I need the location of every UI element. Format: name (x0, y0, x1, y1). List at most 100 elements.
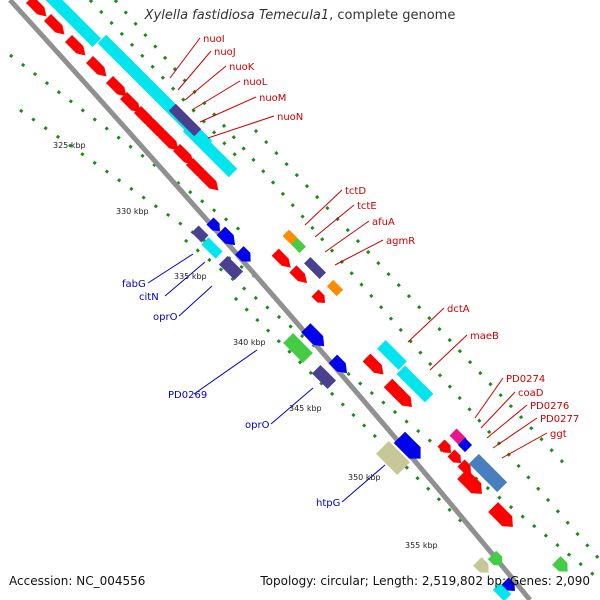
reverse-gene-arrow (393, 431, 421, 459)
forward-gene-arrow (383, 378, 413, 408)
forward-gene-arrow (43, 13, 65, 35)
reverse-gene-arrow (235, 246, 251, 262)
label-leader-line (341, 464, 386, 503)
reverse-gene-label: fabG (122, 279, 146, 290)
forward-gene-arrow (64, 34, 86, 56)
forward-gene-label: afuA (372, 217, 395, 228)
label-leaders (147, 37, 548, 503)
cyan-band (396, 365, 434, 403)
forward-gene-arrow (145, 117, 167, 139)
orange-feature (282, 229, 298, 245)
label-leader-line (207, 115, 275, 139)
khaki-feature (473, 557, 489, 573)
gene-features (25, 0, 568, 600)
forward-gene-label: nuoM (259, 93, 286, 104)
navy-feature (218, 255, 244, 281)
forward-gene-label: coaD (518, 388, 544, 399)
green-feature (552, 556, 568, 572)
steel-feature (468, 453, 508, 493)
cyan-band (492, 582, 512, 600)
forward-gene-arrow (119, 91, 141, 113)
tick-dot-line (233, 296, 472, 532)
forward-gene-arrow (133, 105, 155, 127)
label-leader-line (429, 334, 468, 371)
reverse-gene-arrow (206, 217, 220, 231)
map-title: Xylella fastidiosa Temecula1, complete g… (0, 8, 600, 23)
forward-gene-arrow (197, 169, 219, 191)
forward-gene-label: tctD (345, 186, 366, 197)
label-leader-line (270, 387, 314, 425)
forward-gene-label: maeB (470, 331, 499, 342)
cyan-band (43, 0, 101, 47)
forward-gene-label: PD0276 (530, 401, 569, 412)
label-leader-line (407, 307, 445, 343)
navy-feature (191, 225, 209, 243)
cyan-band (377, 340, 407, 370)
forward-gene-arrow (157, 129, 179, 151)
reverse-gene-label: citN (139, 292, 159, 303)
navy-feature (311, 364, 337, 390)
forward-gene-arrow (85, 55, 107, 77)
reverse-gene-arrow (216, 226, 236, 246)
label-leader-line (324, 220, 370, 253)
tick-label: 325 kbp (53, 141, 86, 150)
label-leader-line (178, 285, 213, 317)
label-leader-line (191, 80, 241, 111)
forward-gene-label: nuoN (277, 112, 303, 123)
tick-labels: 325 kbp 330 kbp 335 kbp 340 kbp 345 kbp 350 k… (53, 141, 438, 550)
navy-feature (304, 257, 326, 279)
forward-gene-arrow (437, 439, 451, 453)
forward-gene-label: nuoI (203, 34, 225, 45)
label-leader-line (184, 65, 227, 101)
tick-dot-line (253, 128, 572, 472)
label-leader-line (501, 432, 548, 459)
tick-label: 350 kbp (348, 473, 381, 482)
forward-gene-arrow (172, 143, 194, 165)
tick-label: 340 kbp (233, 338, 266, 347)
forward-gene-arrow (271, 248, 291, 268)
label-leader-line (164, 261, 206, 297)
title-suffix: , complete genome (329, 8, 456, 23)
forward-gene-arrow (311, 289, 325, 303)
green-feature (487, 550, 503, 566)
forward-gene-arrow (488, 502, 513, 527)
genome-backbone (8, 0, 532, 600)
reverse-gene-label: oprO (153, 312, 178, 323)
label-leader-line (193, 349, 258, 395)
tick-dot-line (19, 108, 261, 282)
navy-feature (168, 103, 202, 137)
reverse-gene-label: htpG (316, 498, 340, 509)
label-leader-line (169, 37, 201, 79)
genome-summary-text: Topology: circular; Length: 2,519,802 bp… (260, 574, 590, 588)
tick-dot-line (9, 53, 241, 232)
organism-name: Xylella fastidiosa Temecula1 (144, 8, 330, 23)
blue-feature (457, 437, 473, 453)
tick-dot-line (88, 0, 242, 162)
label-leader-line (177, 50, 212, 91)
tick-dot-lines (9, 0, 600, 582)
forward-gene-arrow (457, 459, 471, 473)
orange-feature (326, 279, 344, 297)
forward-gene-arrow (25, 0, 47, 17)
label-leader-line (486, 404, 528, 439)
forward-gene-label: nuoL (243, 77, 268, 88)
label-leader-line (334, 239, 384, 266)
label-leader-line (474, 377, 504, 419)
forward-gene-label: ggt (550, 429, 567, 440)
tick-label: 345 kbp (289, 404, 322, 413)
label-leader-line (304, 189, 343, 226)
reverse-gene-arrow (501, 577, 515, 591)
tick-label: 335 kbp (174, 272, 207, 281)
label-leader-line (314, 204, 355, 238)
tick-label: 330 kbp (116, 207, 149, 216)
reverse-gene-arrow (301, 323, 325, 347)
forward-gene-label: dctA (447, 304, 470, 315)
forward-gene-label: nuoK (229, 62, 255, 73)
forward-gene-label: nuoJ (214, 47, 236, 58)
forward-gene-arrow (457, 469, 482, 494)
reverse-gene-label: oprO (245, 420, 270, 431)
forward-gene-label: agmR (386, 236, 415, 247)
label-leader-line (147, 253, 194, 284)
